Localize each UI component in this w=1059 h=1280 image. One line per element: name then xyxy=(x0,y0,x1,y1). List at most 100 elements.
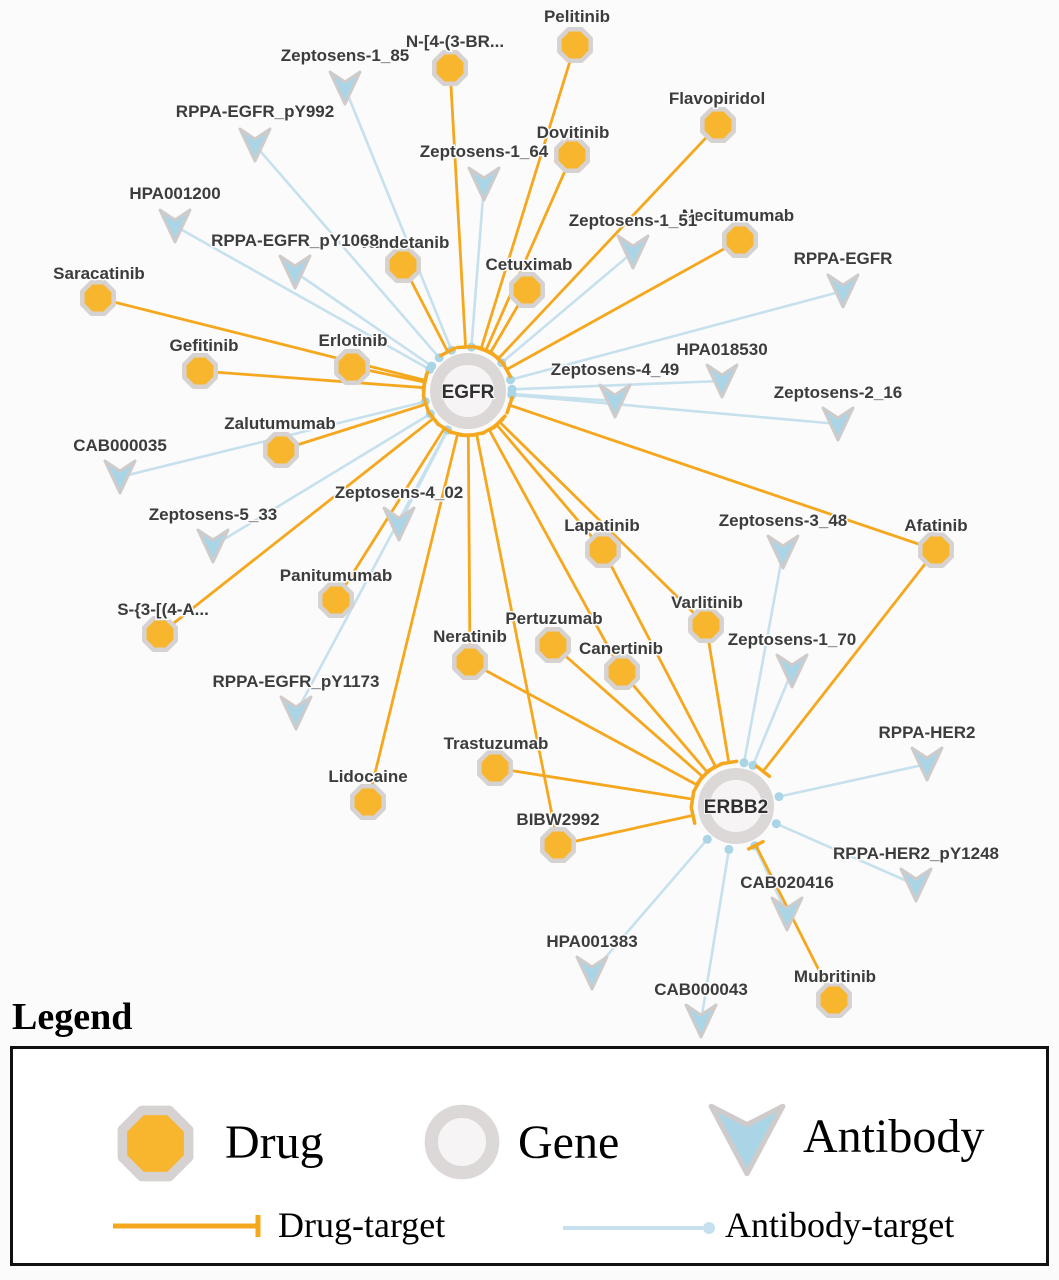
antibody-node-hpa001200[interactable] xyxy=(158,208,192,244)
drug-node-panitumumab[interactable] xyxy=(318,582,354,618)
edge-drug-target xyxy=(487,428,624,674)
drug-label-flavopiridol: Flavopiridol xyxy=(669,89,765,108)
edge-drug-target xyxy=(704,623,731,764)
drug-target-edge-legend-label: Drug-target xyxy=(278,1205,446,1245)
edge-drug-target xyxy=(96,296,427,382)
antibody-legend-icon xyxy=(708,1103,786,1177)
gene-legend-label: Gene xyxy=(518,1116,620,1169)
drug-node-s-3-4-a[interactable] xyxy=(142,616,178,652)
antibody-label-hpa001383: HPA001383 xyxy=(546,932,637,951)
antibody-node-rppa-egfr-py992[interactable] xyxy=(238,127,272,163)
antibody-target-dot-marker xyxy=(739,758,749,768)
drug-node-afatinib[interactable] xyxy=(918,532,954,568)
antibody-node-rppa-her2[interactable] xyxy=(910,746,944,782)
antibody-node-cab000035[interactable] xyxy=(103,459,137,495)
drug-node-flavopiridol[interactable] xyxy=(700,107,736,143)
drug-label-lidocaine: Lidocaine xyxy=(328,767,407,786)
antibody-node-zeptosens-4-02[interactable] xyxy=(382,506,416,542)
antibody-node-zeptosens-1-51[interactable] xyxy=(616,234,650,270)
antibody-label-zeptosens-1-70: Zeptosens-1_70 xyxy=(728,630,857,649)
legend-box: Drug Gene Antibody Drug-target Antibody-… xyxy=(10,1046,1049,1266)
edge-antibody-target xyxy=(294,428,449,715)
edge-drug-target xyxy=(505,238,742,372)
antibody-label-rppa-egfr-py1068: RPPA-EGFR_pY1068 xyxy=(211,231,379,250)
drug-target-tee-marker xyxy=(438,346,457,358)
drug-legend-label: Drug xyxy=(225,1116,324,1169)
antibody-label-zeptosens-1-51: Zeptosens-1_51 xyxy=(569,211,698,230)
drug-node-neratinib[interactable] xyxy=(452,644,488,680)
drug-node-bibw2992[interactable] xyxy=(540,827,576,863)
antibody-node-cab000043[interactable] xyxy=(684,1003,718,1039)
edge-drug-target xyxy=(466,433,472,664)
drug-node-trastuzumab[interactable] xyxy=(477,750,513,786)
drug-node-pelitinib[interactable] xyxy=(557,27,593,63)
antibody-node-rppa-egfr-py1068[interactable] xyxy=(278,254,312,290)
edge-antibody-target xyxy=(343,86,453,352)
antibody-label-rppa-egfr-py1173: RPPA-EGFR_pY1173 xyxy=(213,672,380,691)
edge-drug-target xyxy=(158,416,435,636)
gene-legend-icon xyxy=(424,1104,500,1180)
drug-target-tee-marker xyxy=(719,759,739,766)
drug-node-vandetanib[interactable] xyxy=(385,247,421,283)
antibody-node-zeptosens-5-33[interactable] xyxy=(196,528,230,564)
edge-drug-target xyxy=(556,814,695,847)
edge-drug-target xyxy=(508,403,938,552)
antibody-node-zeptosens-3-48[interactable] xyxy=(766,534,800,570)
antibody-target-edge-legend-label: Antibody-target xyxy=(725,1205,955,1245)
edge-antibody-target xyxy=(500,250,635,365)
antibody-node-zeptosens-1-70[interactable] xyxy=(775,653,809,689)
antibody-node-hpa018530[interactable] xyxy=(705,363,739,399)
drug-node-n-4-3-br[interactable] xyxy=(432,50,468,86)
edge-drug-target xyxy=(279,402,428,452)
antibody-node-rppa-egfr-py1173[interactable] xyxy=(279,695,313,731)
drug-node-saracatinib[interactable] xyxy=(80,280,116,316)
drug-label-s-3-4-a: S-{3-[(4-A... xyxy=(117,600,209,619)
drug-node-gefitinib[interactable] xyxy=(182,353,218,389)
drug-target-edge-legend-icon xyxy=(113,1215,261,1237)
drug-label-erlotinib: Erlotinib xyxy=(319,331,388,350)
drug-node-zalutumumab[interactable] xyxy=(263,432,299,468)
edge-antibody-target xyxy=(699,848,731,1023)
drug-node-pertuzumab[interactable] xyxy=(535,627,571,663)
antibody-node-cab020416[interactable] xyxy=(770,896,804,932)
drug-label-n-4-3-br: N-[4-(3-BR... xyxy=(406,32,504,51)
edge-antibody-target xyxy=(510,379,724,391)
antibody-label-zeptosens-1-85: Zeptosens-1_85 xyxy=(281,46,410,65)
edge-drug-target xyxy=(496,123,720,361)
drug-node-dovitinib[interactable] xyxy=(554,137,590,173)
drug-node-cetuximab[interactable] xyxy=(509,272,545,308)
drug-node-mubritinib[interactable] xyxy=(816,982,852,1018)
drug-label-lapatinib: Lapatinib xyxy=(564,516,640,535)
drug-node-varlitinib[interactable] xyxy=(688,607,724,643)
antibody-node-zeptosens-1-85[interactable] xyxy=(328,70,362,106)
drug-label-bibw2992: BIBW2992 xyxy=(516,810,599,829)
drug-node-canertinib[interactable] xyxy=(604,654,640,690)
drug-node-lidocaine[interactable] xyxy=(350,784,386,820)
antibody-label-cab020416: CAB020416 xyxy=(740,873,834,892)
edge-drug-target xyxy=(484,153,574,353)
edge-drug-target xyxy=(754,843,836,1002)
gene-node-erbb2[interactable] xyxy=(698,768,774,844)
edge-drug-target xyxy=(551,643,705,779)
drug-label-varlitinib: Varlitinib xyxy=(671,593,743,612)
edge-drug-target xyxy=(198,369,426,390)
drug-node-erlotinib[interactable] xyxy=(334,349,370,385)
antibody-node-zeptosens-1-64[interactable] xyxy=(467,166,501,202)
drug-target-tee-marker xyxy=(755,764,772,779)
antibody-node-zeptosens-2-16[interactable] xyxy=(821,406,855,442)
gene-node-egfr[interactable] xyxy=(430,353,506,429)
edge-antibody-target xyxy=(742,550,785,765)
drug-label-vandetanib: Vandetanib xyxy=(359,233,450,252)
drug-target-tee-marker xyxy=(421,394,431,414)
drug-node-lapatinib[interactable] xyxy=(585,532,621,568)
antibody-node-hpa001383[interactable] xyxy=(575,955,609,991)
drug-target-tee-marker xyxy=(448,430,468,438)
antibody-node-rppa-egfr[interactable] xyxy=(826,273,860,309)
antibody-node-zeptosens-4-49[interactable] xyxy=(598,383,632,419)
antibody-node-rppa-her2-py1248[interactable] xyxy=(899,867,933,903)
edge-drug-target xyxy=(601,548,718,769)
drug-node-necitumumab[interactable] xyxy=(722,222,758,258)
edge-drug-target xyxy=(495,423,605,552)
nodes-layer xyxy=(80,27,954,1039)
